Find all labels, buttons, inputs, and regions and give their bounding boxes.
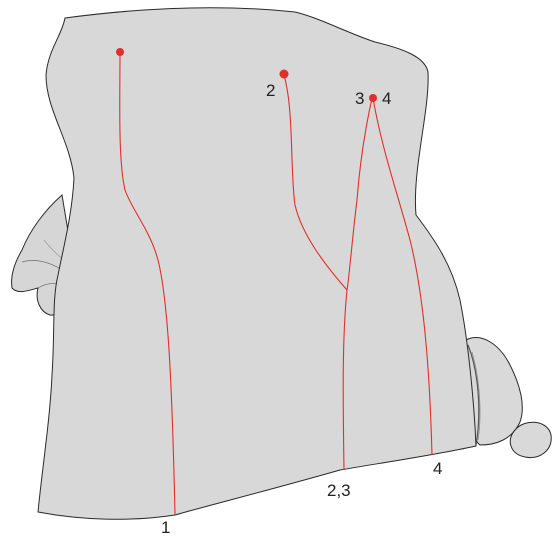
point-3-4	[369, 94, 377, 102]
label-bottom-4: 4	[433, 459, 442, 478]
label-top-4: 4	[382, 89, 391, 108]
label-top-3: 3	[355, 89, 364, 108]
right-lobe-fold-inner	[471, 351, 481, 441]
trace-line-3	[342, 97, 373, 471]
point-1	[116, 48, 124, 56]
label-bottom-2-3: 2,3	[327, 481, 351, 500]
trace-line-1	[119, 51, 176, 516]
bottom-right-nub	[509, 421, 552, 459]
main-body-shape	[37, 7, 477, 520]
right-lobe-fold	[467, 344, 480, 446]
trace-line-4	[372, 97, 433, 456]
label-bottom-1: 1	[161, 518, 170, 537]
trace-line-2	[283, 74, 348, 291]
point-2	[279, 69, 289, 79]
label-top-2: 2	[266, 81, 275, 100]
